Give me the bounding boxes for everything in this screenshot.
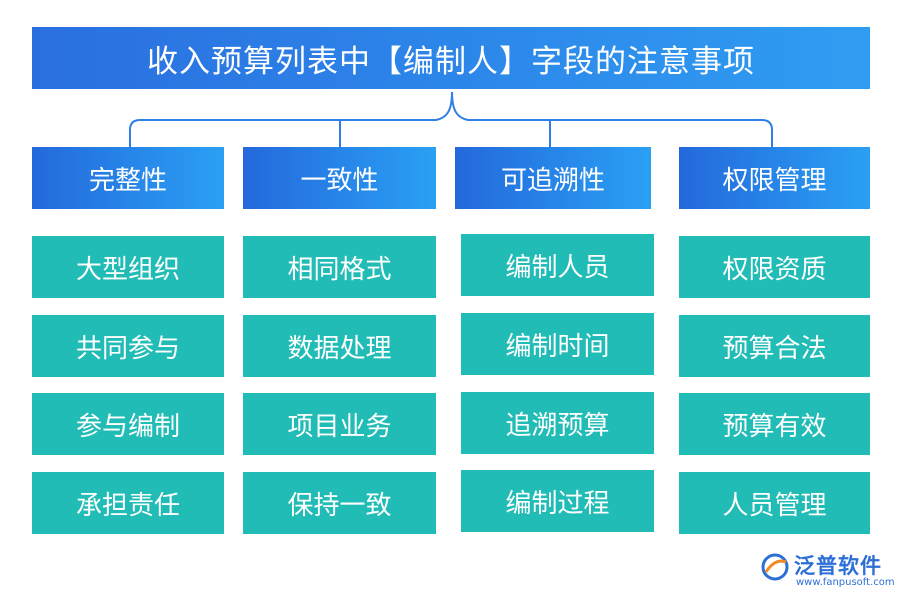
logo-icon bbox=[761, 553, 789, 581]
brace-connector bbox=[129, 91, 773, 147]
item-box: 预算有效 bbox=[679, 393, 870, 455]
item-box: 承担责任 bbox=[32, 472, 224, 534]
category-header-consistency: 一致性 bbox=[243, 147, 436, 209]
category-header-traceability: 可追溯性 bbox=[455, 147, 651, 209]
item-box: 编制人员 bbox=[461, 234, 654, 296]
category-header-completeness: 完整性 bbox=[32, 147, 224, 209]
diagram-title: 收入预算列表中【编制人】字段的注意事项 bbox=[32, 27, 870, 89]
category-header-permissions: 权限管理 bbox=[679, 147, 870, 209]
item-box: 共同参与 bbox=[32, 315, 224, 377]
item-box: 预算合法 bbox=[679, 315, 870, 377]
item-box: 权限资质 bbox=[679, 236, 870, 298]
item-box: 编制过程 bbox=[461, 470, 654, 532]
item-box: 编制时间 bbox=[461, 313, 654, 375]
item-box: 保持一致 bbox=[243, 472, 436, 534]
item-box: 大型组织 bbox=[32, 236, 224, 298]
brand-logo: 泛普软件 www.fanpusoft.com bbox=[760, 550, 895, 592]
logo-url: www.fanpusoft.com bbox=[796, 577, 895, 588]
item-box: 人员管理 bbox=[679, 472, 870, 534]
item-box: 数据处理 bbox=[243, 315, 436, 377]
item-box: 项目业务 bbox=[243, 393, 436, 455]
logo-name: 泛普软件 bbox=[794, 554, 882, 578]
item-box: 参与编制 bbox=[32, 393, 224, 455]
item-box: 相同格式 bbox=[243, 236, 436, 298]
item-box: 追溯预算 bbox=[461, 392, 654, 454]
